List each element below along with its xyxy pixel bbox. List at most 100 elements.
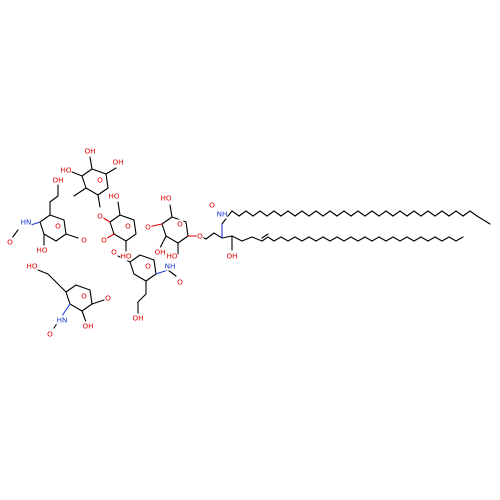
fatty-acyl-chain xyxy=(399,210,408,217)
sphingosine-chain xyxy=(378,236,387,242)
sialic-glycerol-chain xyxy=(49,195,59,203)
upper-hexose-ring-oxygen-bg xyxy=(96,175,104,185)
acetyl-oxygen: O xyxy=(47,330,53,339)
fatty-acyl-chain xyxy=(322,210,331,217)
sphingosine-chain xyxy=(420,236,429,242)
upper-hexose-ring xyxy=(81,168,93,177)
galactose-ring xyxy=(119,214,135,221)
acetyl-oxygen-bg xyxy=(46,329,54,339)
sphingosine-head xyxy=(221,235,233,239)
galactose-upper-oxygen: O xyxy=(97,212,103,221)
sialic-glycerol-chain xyxy=(137,293,147,303)
sialic-nh-bond xyxy=(155,269,169,275)
sphingosine-chain xyxy=(280,236,289,242)
sialic-acid-ring-lower xyxy=(89,289,93,305)
fatty-acyl-chain xyxy=(315,210,324,217)
fatty-acyl-chain xyxy=(364,210,373,217)
glycosidic-oxygen: O xyxy=(197,232,203,241)
sphingosine-chain xyxy=(301,236,310,242)
sphingosine-chain xyxy=(329,236,338,242)
alkene-double-bond xyxy=(261,233,269,239)
glucose-galactose-oxygen-bg xyxy=(144,222,152,232)
fatty-acyl-chain xyxy=(336,210,345,217)
amide-nitrogen: NH xyxy=(217,210,228,219)
acetyl-oxygen: O xyxy=(7,238,13,247)
fatty-acyl-chain xyxy=(406,210,415,217)
sialic-carboxyl-oxygen-bg xyxy=(104,293,112,303)
galactose-ring xyxy=(109,221,115,235)
sphingosine-chain xyxy=(287,236,296,242)
sialic-carboxyl-bond xyxy=(91,299,105,305)
sialic-ring-oxygen: O xyxy=(81,292,87,301)
sphingosine-chain xyxy=(315,236,324,242)
sphingosine-chain xyxy=(308,236,317,242)
sphingosine-chain xyxy=(413,236,422,242)
fatty-acyl-chain xyxy=(343,210,352,217)
sphingosine-head xyxy=(231,235,243,242)
galactose-ring xyxy=(109,214,121,223)
glucose-hydroxyl: OH xyxy=(154,248,165,257)
sphingosine-chain xyxy=(267,236,275,242)
sialic-amide-nitrogen: HN xyxy=(57,316,68,325)
glucose-hydroxymethyl: HO xyxy=(160,194,171,203)
sialic-amide-nitrogen-bg xyxy=(164,261,176,271)
glucose-ring xyxy=(185,221,189,237)
fatty-acyl-chain xyxy=(378,210,387,217)
sphingosine-head xyxy=(205,232,215,240)
sphingosine-head xyxy=(251,236,263,242)
sialic-amide-nitrogen: NH xyxy=(165,262,176,271)
glucose-ring-oxygen-bg xyxy=(176,219,184,229)
fatty-acyl-chain xyxy=(434,210,443,217)
sialic-acid-ring-center xyxy=(129,261,135,275)
bond-layer xyxy=(11,156,491,329)
sialic-carboxyl-bond xyxy=(65,233,79,239)
sialic-glycerol-chain xyxy=(47,273,57,283)
sialic-amide-nitrogen-bg xyxy=(56,315,68,325)
glycosidic-oxygen-bg xyxy=(196,231,204,241)
fatty-acyl-chain xyxy=(294,210,303,217)
sialic-acid-ring-lower xyxy=(65,284,77,293)
sialic-acid-ring-upper xyxy=(63,219,67,235)
acetyl-oxygen-bg xyxy=(6,237,14,247)
upper-hexose-ring-oxygen: O xyxy=(97,176,103,185)
fatty-acyl-chain xyxy=(469,210,478,217)
sialic-nh-bond xyxy=(61,303,71,317)
sphingosine-chain xyxy=(392,236,401,242)
sialic-glycerol-hydroxyl: OH xyxy=(52,176,63,185)
fatty-acyl-chain xyxy=(392,210,401,217)
sphingosine-chain xyxy=(448,236,457,242)
galactose-ch2oh-bond xyxy=(117,201,121,216)
sialic-glycerol-hydroxyl: OH xyxy=(132,314,143,323)
galactose-ring xyxy=(113,233,127,242)
sialic-acid-ring-center xyxy=(139,254,155,261)
galactose-sialic-oxygen-bg xyxy=(100,235,108,245)
fatty-acyl-chain xyxy=(301,210,310,217)
sialic-acid-ring-upper xyxy=(49,214,65,221)
upper-hexose-hydroxyl xyxy=(71,171,83,177)
galactose-ring xyxy=(133,219,137,235)
sialic-acid-ring-lower xyxy=(81,303,93,312)
galactose-hydroxyl-bg xyxy=(120,251,132,261)
sialic-amide-nitrogen: HN xyxy=(21,218,32,227)
galactose-ring xyxy=(125,233,137,242)
glucose-ring xyxy=(165,235,179,244)
sphingosine-chain xyxy=(336,236,345,242)
sphingosine-chain xyxy=(357,236,366,242)
sphingosine-chain xyxy=(399,236,408,242)
fatty-acyl-chain xyxy=(371,210,380,217)
sialic-glycerol-hydroxyl-bg xyxy=(52,175,64,185)
fatty-acyl-chain xyxy=(227,210,233,217)
glucose-hydroxyl-bg xyxy=(154,247,166,257)
fatty-acyl-chain xyxy=(448,210,457,217)
upper-hexose-ring xyxy=(97,187,109,196)
glucose-ring xyxy=(161,216,173,225)
sialic-acid-ring-lower xyxy=(75,284,91,291)
sialic-amide-nitrogen-bg xyxy=(20,217,32,227)
fatty-acyl-chain xyxy=(238,210,247,217)
sialic-hydroxyl: HO xyxy=(36,246,47,255)
sphingosine-chain xyxy=(273,236,282,242)
glucose-ring-oxygen: O xyxy=(177,220,183,229)
